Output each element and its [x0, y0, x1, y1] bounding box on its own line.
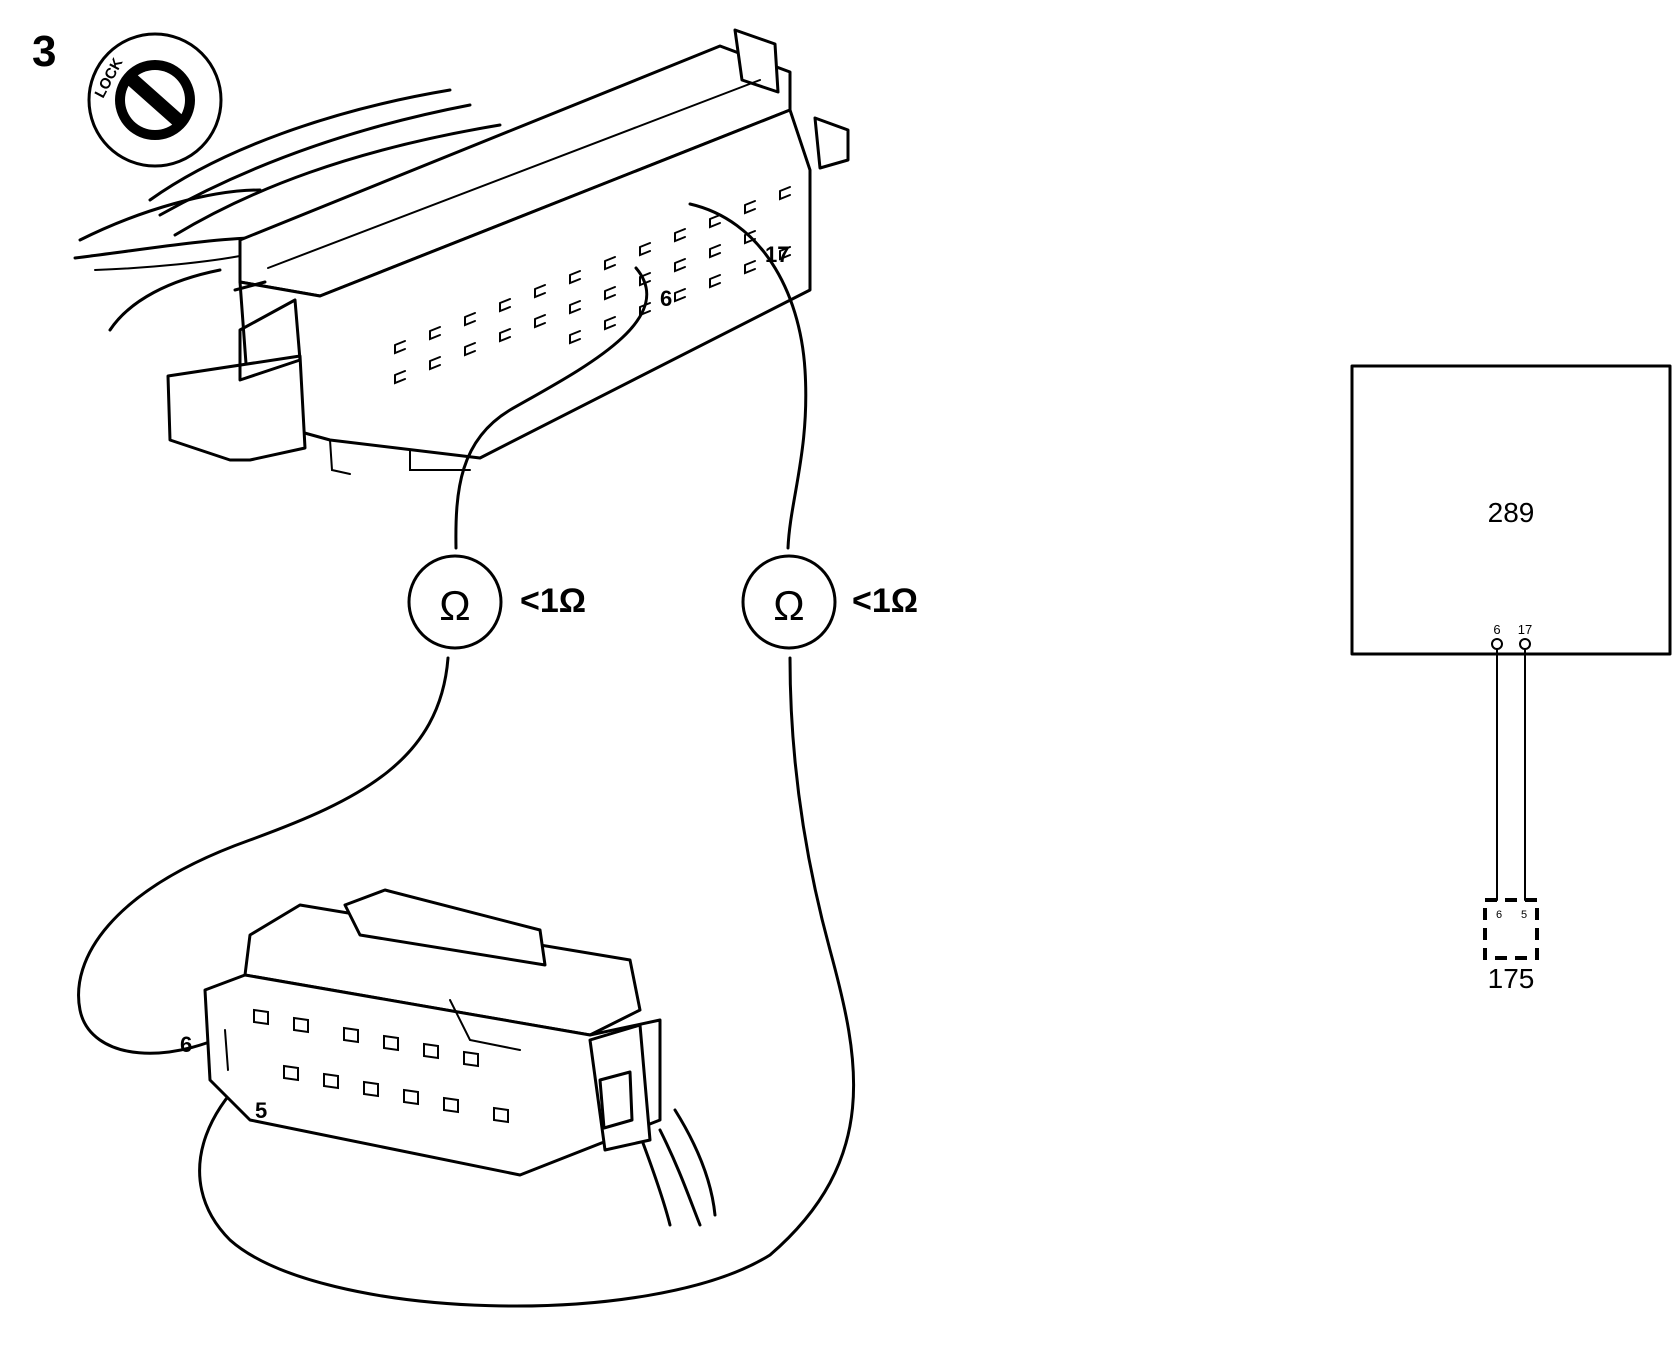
diagnostic-connector: 6 5: [180, 888, 717, 1227]
ohmmeter-icon: Ω: [439, 582, 470, 629]
meter-2-reading: <1Ω: [852, 582, 918, 620]
schematic: 289 6 17 6 5 175: [1350, 364, 1672, 994]
diag-pin-label-6: 6: [180, 1032, 192, 1057]
ignition-key-lock-icon: LOCK: [87, 32, 223, 168]
module-pin-17: 17: [1518, 622, 1532, 637]
ecu-connector: 6 17: [166, 28, 850, 475]
connector-label: 175: [1488, 963, 1535, 994]
step-number: 3: [32, 27, 56, 76]
probe-lead-1: [77, 266, 649, 1055]
meter-1-reading: <1Ω: [520, 582, 586, 620]
ohmmeter-icon: Ω: [773, 582, 804, 629]
ecu-pin-label-6: 6: [660, 286, 672, 311]
ohmmeter-2: Ω <1Ω: [741, 554, 918, 650]
diag-pin-label-5: 5: [255, 1098, 267, 1123]
connector-pin-6: 6: [1496, 909, 1502, 921]
connector-pin-5: 5: [1521, 909, 1527, 921]
ecu-wire-harness: [73, 88, 502, 332]
module-box: [1350, 364, 1672, 656]
probe-lead-2: [198, 202, 856, 1308]
ecu-pin-label-17: 17: [765, 242, 789, 267]
module-label: 289: [1488, 497, 1535, 528]
connector-box: [1483, 898, 1539, 960]
module-pin-6: 6: [1493, 622, 1500, 637]
ohmmeter-1: Ω <1Ω: [407, 554, 586, 650]
